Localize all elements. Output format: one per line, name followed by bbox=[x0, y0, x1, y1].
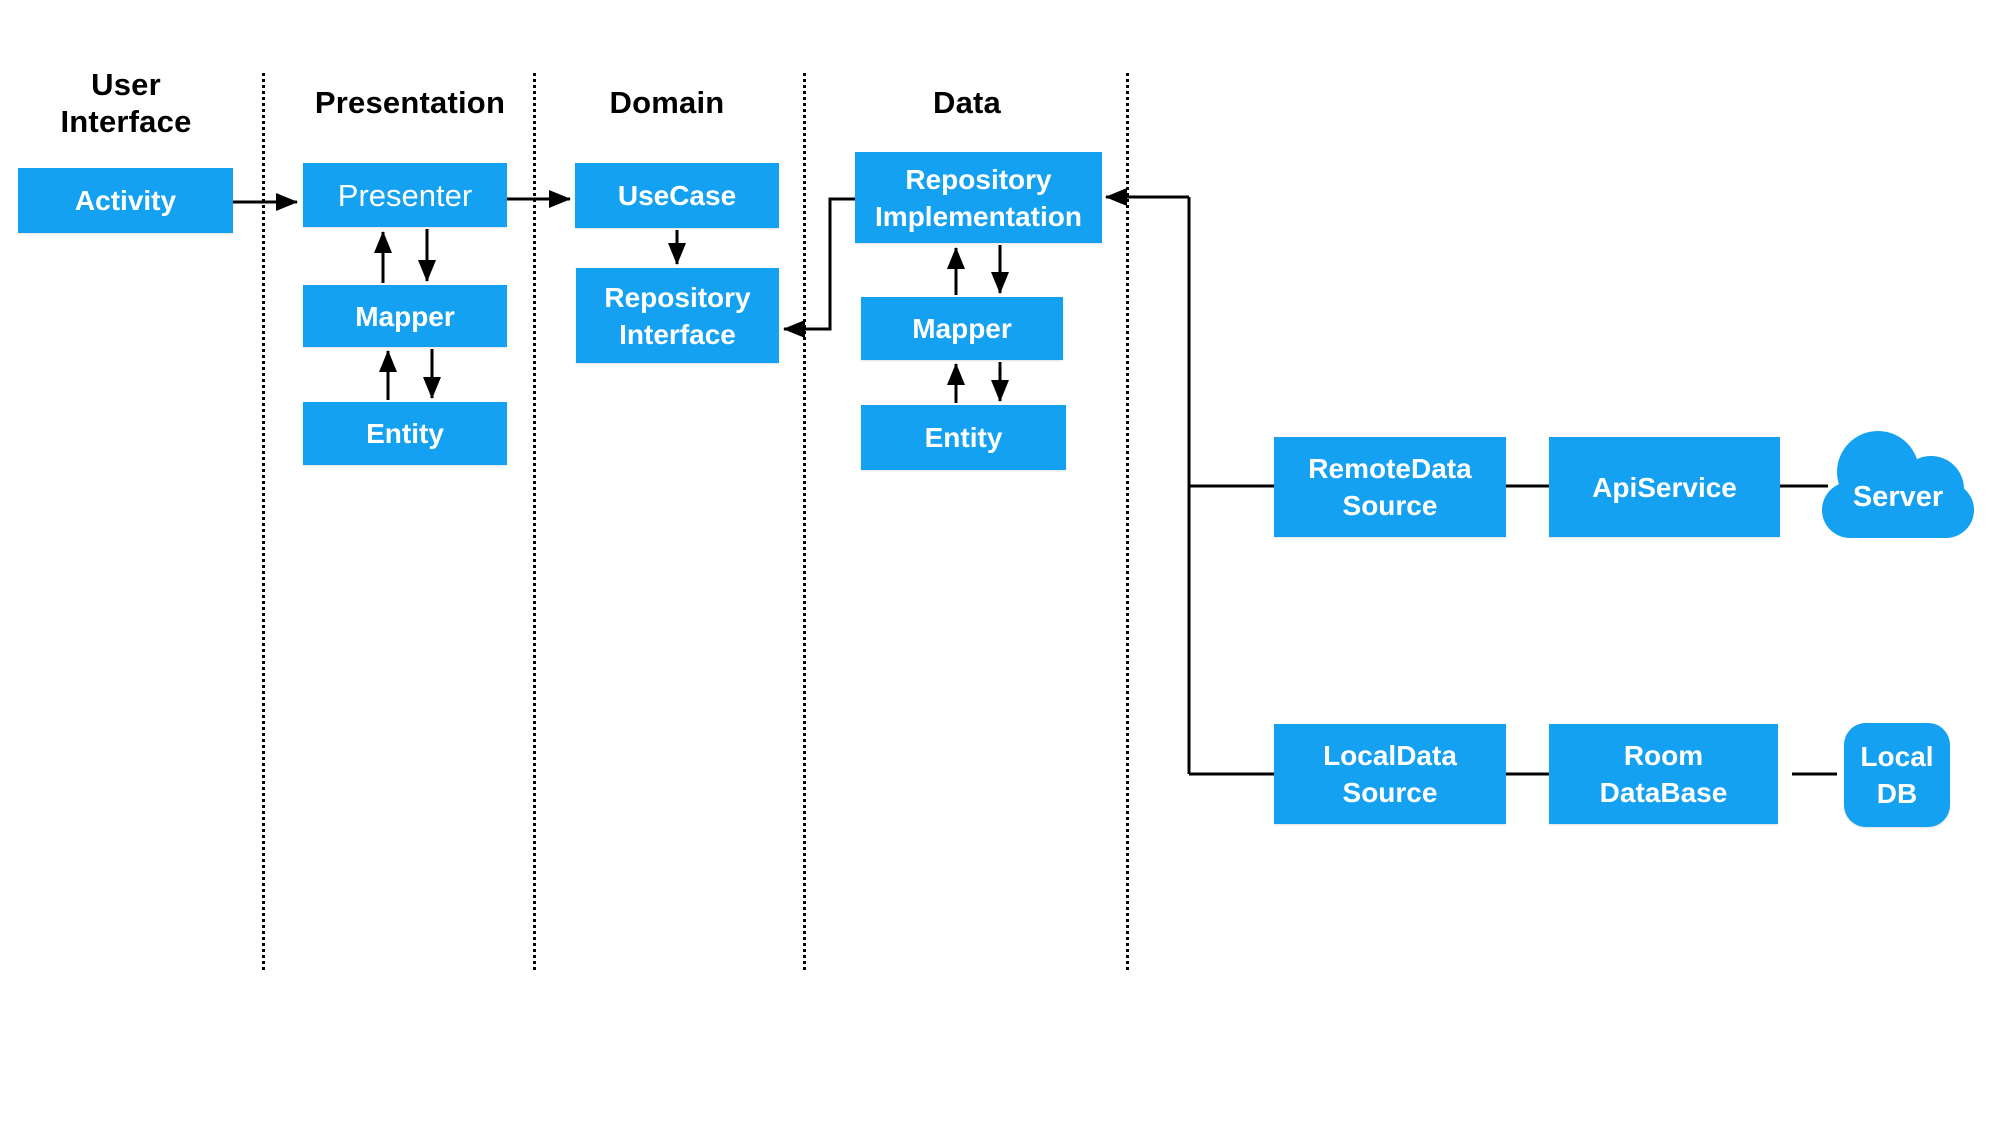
divider-data-sources bbox=[1126, 73, 1129, 971]
node-api-service-label: ApiService bbox=[1592, 471, 1737, 503]
node-remote-data-source: RemoteData Source bbox=[1274, 437, 1506, 537]
header-presentation: Presentation bbox=[314, 85, 506, 120]
node-local-data-source: LocalData Source bbox=[1274, 724, 1506, 824]
node-presentation-entity: Entity bbox=[303, 402, 507, 465]
node-repository-implementation-label: Repository Implementation bbox=[875, 163, 1082, 232]
header-domain: Domain bbox=[609, 85, 725, 120]
node-data-entity-label: Entity bbox=[924, 422, 1003, 453]
node-server-label: Server bbox=[1852, 480, 1944, 513]
node-activity-label: Activity bbox=[74, 185, 177, 216]
node-data-entity: Entity bbox=[861, 405, 1066, 470]
node-room-database: Room DataBase bbox=[1549, 724, 1778, 824]
node-data-mapper: Mapper bbox=[861, 297, 1063, 360]
node-repository-interface: Repository Interface bbox=[576, 268, 779, 363]
node-usecase-label: UseCase bbox=[617, 180, 737, 211]
divider-domain-data bbox=[803, 73, 806, 971]
node-presenter-label: Presenter bbox=[337, 177, 473, 213]
divider-presentation-domain bbox=[533, 73, 536, 971]
node-presentation-mapper: Mapper bbox=[303, 285, 507, 347]
node-repository-implementation: Repository Implementation bbox=[855, 152, 1102, 243]
node-presenter: Presenter bbox=[303, 163, 507, 227]
node-data-mapper-label: Mapper bbox=[912, 313, 1012, 344]
node-repository-interface-label: Repository Interface bbox=[604, 281, 751, 350]
connector-repoimpl-repository-interface bbox=[783, 197, 856, 338]
header-user-interface: User Interface bbox=[60, 67, 192, 139]
node-local-db-label: Local DB bbox=[1860, 741, 1934, 809]
divider-user-interface-presentation bbox=[262, 73, 265, 971]
server-cloud-icon bbox=[1822, 431, 1974, 538]
node-server: Server bbox=[1818, 425, 1978, 543]
node-local-db: Local DB bbox=[1844, 723, 1950, 827]
node-remote-data-source-label: RemoteData Source bbox=[1308, 453, 1472, 521]
node-activity: Activity bbox=[18, 168, 233, 233]
node-room-database-label: Room DataBase bbox=[1599, 740, 1728, 808]
node-presentation-entity-label: Entity bbox=[366, 418, 444, 449]
node-usecase: UseCase bbox=[575, 163, 779, 228]
node-local-data-source-label: LocalData Source bbox=[1323, 740, 1457, 808]
node-presentation-mapper-label: Mapper bbox=[355, 300, 455, 332]
header-data: Data bbox=[933, 85, 1001, 120]
node-api-service: ApiService bbox=[1549, 437, 1780, 537]
